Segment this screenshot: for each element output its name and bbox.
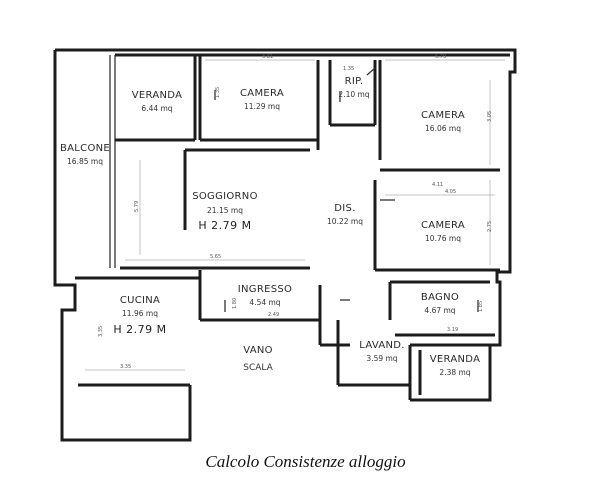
room-dis-area: 10.22 mq bbox=[327, 217, 363, 226]
dim-ingresso-depth: 1.80 bbox=[232, 298, 238, 309]
room-veranda-2-area: 2.38 mq bbox=[439, 368, 470, 377]
room-cucina-name: CUCINA bbox=[120, 295, 160, 306]
room-veranda-2-name: VERANDA bbox=[430, 354, 481, 365]
dim-camera-1-width: 3.81 bbox=[262, 54, 273, 60]
room-bagno-name: BAGNO bbox=[421, 292, 459, 303]
room-camera-3-name: CAMERA bbox=[421, 220, 465, 231]
room-veranda-1-area: 6.44 mq bbox=[141, 104, 172, 113]
room-ingresso-area: 4.54 mq bbox=[249, 298, 280, 307]
dim-soggiorno-depth: 5.79 bbox=[134, 201, 140, 212]
room-camera-2-name: CAMERA bbox=[421, 110, 465, 121]
dim-balcone-width: 4.11 bbox=[432, 182, 443, 188]
dim-cucina-width: 3.35 bbox=[120, 364, 131, 370]
room-lavand-area: 3.59 mq bbox=[366, 354, 397, 363]
room-bagno-area: 4.67 mq bbox=[424, 306, 455, 315]
room-balcone-name: BALCONE bbox=[60, 143, 110, 154]
room-soggiorno-height: H 2.79 M bbox=[198, 219, 251, 232]
room-soggiorno-area: 21.15 mq bbox=[207, 206, 243, 215]
outer-walls bbox=[53, 48, 517, 442]
door-openings bbox=[214, 67, 479, 312]
dim-camera-2-width: 5.79 bbox=[435, 54, 446, 60]
dimension-lines bbox=[85, 59, 505, 371]
room-ingresso-name: INGRESSO bbox=[238, 284, 292, 295]
room-dis-name: DIS. bbox=[334, 203, 355, 214]
caption: Calcolo Consistenze alloggio bbox=[205, 452, 406, 471]
dim-ingresso-width: 2.49 bbox=[268, 312, 279, 318]
interior-walls bbox=[75, 53, 510, 395]
room-rip-name: RIP. bbox=[345, 76, 364, 87]
dim-cucina-depth: 3.35 bbox=[98, 326, 104, 337]
room-cucina-area: 11.96 mq bbox=[122, 309, 158, 318]
floor-plan: 3.81 5.79 4.05 5.65 3.35 2.49 3.19 5.79 … bbox=[53, 48, 517, 442]
room-camera-3-area: 10.76 mq bbox=[425, 234, 461, 243]
dim-veranda-1-depth: 1.35 bbox=[215, 87, 221, 98]
dim-camera-2-depth: 3.05 bbox=[487, 111, 493, 122]
dim-bagno-depth: 1.85 bbox=[478, 301, 484, 312]
room-soggiorno-name: SOGGIORNO bbox=[192, 191, 258, 202]
room-lavand-name: LAVAND. bbox=[359, 340, 405, 351]
dimension-labels: 3.81 5.79 4.05 5.65 3.35 2.49 3.19 5.79 … bbox=[98, 54, 493, 370]
room-veranda-1-name: VERANDA bbox=[132, 90, 183, 101]
dim-soggiorno-width: 5.65 bbox=[210, 254, 221, 260]
room-vano-sub: SCALA bbox=[243, 363, 273, 373]
dim-rip-width: 1.35 bbox=[343, 66, 354, 72]
room-camera-1-name: CAMERA bbox=[240, 88, 284, 99]
dim-camera-3-depth: 2.75 bbox=[487, 221, 493, 232]
dim-bagno-width: 3.19 bbox=[447, 327, 458, 333]
room-camera-2-area: 16.06 mq bbox=[425, 124, 461, 133]
room-labels: VERANDA 6.44 mq CAMERA 11.29 mq RIP. 2.1… bbox=[60, 76, 480, 377]
dim-camera-3-width: 4.05 bbox=[445, 189, 456, 195]
room-cucina-height: H 2.79 M bbox=[113, 323, 166, 336]
room-vano-name: VANO bbox=[243, 345, 273, 356]
room-balcone-area: 16.85 mq bbox=[67, 157, 103, 166]
room-camera-1-area: 11.29 mq bbox=[244, 102, 280, 111]
room-rip-area: 2.10 mq bbox=[338, 90, 369, 99]
